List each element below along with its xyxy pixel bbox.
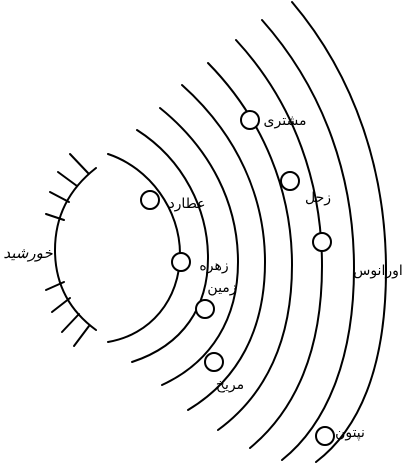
- planet-label: نپتون: [335, 425, 365, 441]
- planet-mars: مریخ: [205, 353, 244, 393]
- planet-label: عطارد: [168, 196, 205, 212]
- planet-marker: [316, 427, 334, 445]
- sun-label: خورشید: [3, 244, 53, 262]
- orbits: [108, 2, 386, 462]
- sun-ray: [52, 298, 70, 312]
- sun: خورشید: [3, 154, 96, 346]
- orbit-earth: [160, 108, 238, 385]
- planet-marker: [241, 111, 259, 129]
- planet-label: مریخ: [216, 377, 244, 393]
- sun-ray: [58, 172, 77, 186]
- planet-marker: [205, 353, 223, 371]
- planet-neptune: نپتون: [316, 425, 365, 445]
- planet-label: مشتری: [264, 113, 307, 129]
- planet-label: اورانوس: [353, 263, 403, 279]
- sun-ray: [70, 154, 88, 173]
- planet-label: زهره: [199, 258, 228, 274]
- planet-saturn: زحل: [281, 172, 331, 206]
- planet-marker: [141, 191, 159, 209]
- orbit-mercury: [108, 154, 180, 342]
- planet-marker: [196, 300, 214, 318]
- planet-label: زمین: [207, 280, 236, 296]
- orbit-saturn: [236, 40, 322, 448]
- orbit-neptune: [292, 2, 386, 462]
- planet-label: زحل: [305, 190, 331, 206]
- planet-marker: [172, 253, 190, 271]
- planet-uranus: اورانوس: [313, 233, 403, 279]
- planet-jupiter: مشتری: [241, 111, 306, 129]
- sun-ray: [50, 192, 69, 202]
- planet-mercury: عطارد: [141, 191, 206, 212]
- planet-marker: [313, 233, 331, 251]
- planet-venus: زهره: [172, 253, 229, 274]
- orbit-uranus: [262, 20, 354, 460]
- sun-ray: [62, 314, 79, 332]
- sun-ray: [74, 326, 89, 346]
- planet-marker: [281, 172, 299, 190]
